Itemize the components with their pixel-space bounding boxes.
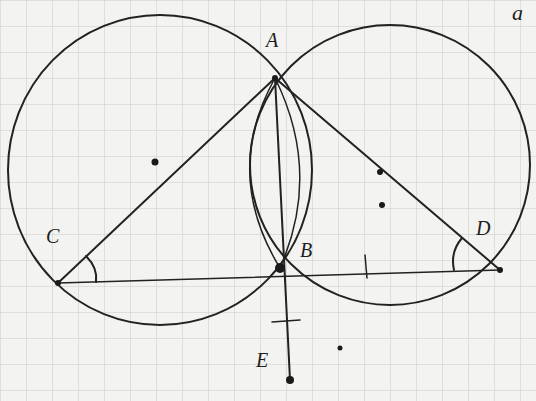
point (272, 75, 278, 81)
center-dot (377, 169, 383, 175)
segment-ad (275, 78, 500, 270)
left-circle (8, 15, 312, 325)
point-label: B (300, 240, 312, 260)
point-label: D (476, 218, 490, 238)
point (275, 263, 285, 273)
point-label: a (512, 2, 523, 24)
dot (338, 346, 343, 351)
angle-mark (453, 238, 462, 270)
segment-ae (275, 78, 290, 380)
point-label: E (256, 350, 268, 370)
point (55, 280, 61, 286)
tick-mark (272, 320, 300, 322)
center-dot (379, 202, 385, 208)
segment-ac (58, 78, 275, 283)
angle-mark (86, 256, 96, 282)
point (497, 267, 503, 273)
center-dot (152, 159, 159, 166)
tick-mark (365, 255, 367, 278)
right-circle (250, 25, 530, 305)
point-label: C (46, 226, 59, 246)
point-label: A (266, 30, 278, 50)
point (286, 376, 294, 384)
